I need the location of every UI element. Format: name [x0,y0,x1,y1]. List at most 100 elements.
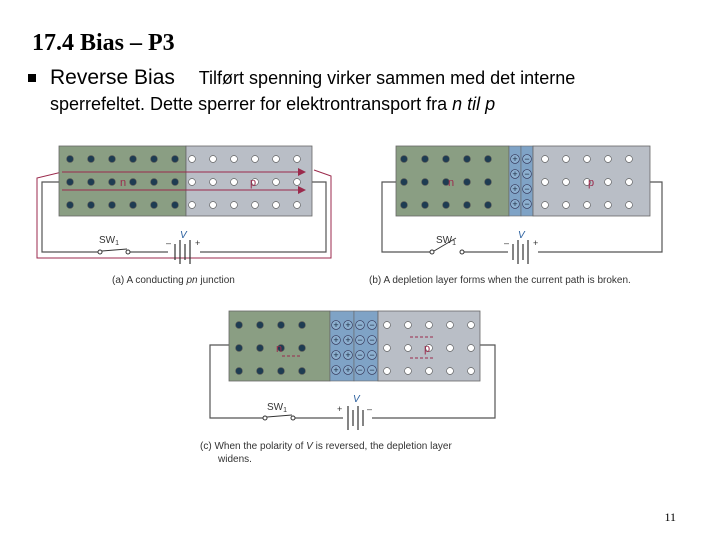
hole [251,178,259,186]
bullet-line-1: Reverse Bias Tilført spenning virker sam… [50,66,575,90]
electron [256,344,264,352]
slide-title: 17.4 Bias – P3 [32,30,175,56]
hole [293,201,301,209]
donor-ion [510,199,520,209]
donor-ion-sign: + [345,350,350,360]
p-label-c: p [424,343,430,355]
electrons-b [400,155,492,209]
acceptor-ion-sign: − [369,350,374,360]
bullet-text-2: sperrefeltet. Dette sperrer for elektron… [50,94,453,114]
switch-b-lever[interactable] [433,237,457,252]
electron [298,321,306,329]
donor-ion-sign: + [512,169,517,179]
bullet-line-2: sperrefeltet. Dette sperrer for elektron… [50,94,495,115]
battery-b-plus: + [533,238,538,248]
hole [541,155,549,163]
acceptor-ion-sign: − [524,154,529,164]
hole [562,155,570,163]
switch-a-contact-1 [97,249,103,255]
electron [150,178,158,186]
hole [604,178,612,186]
acceptor-ion-sign: − [369,320,374,330]
n-label-a: n [120,177,126,189]
electron [235,344,243,352]
hole [188,201,196,209]
hole [604,201,612,209]
hole [583,155,591,163]
n-label-b: n [448,177,454,189]
figure-a: n p SW1 V – + (a) A conducting pn juncti… [36,145,332,286]
hole [425,344,433,352]
acceptor-ion-sign: − [369,335,374,345]
hole [604,155,612,163]
hole [446,367,454,375]
figure-c: ++++++++−−−−−−−− n p SW1 V + – (c) When … [200,310,496,465]
hole [446,344,454,352]
acceptor-ion-sign: − [357,365,362,375]
wire-a-left [41,181,100,253]
donor-ion [331,335,341,345]
electron [298,344,306,352]
wire-b-right [538,181,663,253]
hole [188,155,196,163]
electron [400,178,408,186]
acceptor-ion-sign: − [357,335,362,345]
hole [383,321,391,329]
holes-c [383,321,475,375]
acceptor-ion [522,199,532,209]
hole [209,155,217,163]
hole [562,201,570,209]
hole [404,321,412,329]
electron [171,201,179,209]
donor-ion-sign: + [345,320,350,330]
hole [446,321,454,329]
switch-c-contact-2 [290,415,296,421]
electron [442,178,450,186]
battery-c-label: V [353,394,361,405]
electron [108,201,116,209]
donor-ion [331,365,341,375]
battery-b-label: V [518,230,526,241]
hole [467,344,475,352]
switch-a-lever[interactable] [101,248,128,252]
donor-ion [510,154,520,164]
electron [421,201,429,209]
acceptor-ion [355,335,365,345]
switch-c-lever[interactable] [266,414,293,418]
donor-ion-sign: + [333,365,338,375]
electron [235,367,243,375]
hole [404,344,412,352]
hole [583,201,591,209]
donor-ion [343,335,353,345]
hole [425,321,433,329]
hole [209,178,217,186]
hole [383,367,391,375]
donor-ion-sign: + [512,154,517,164]
electron [442,155,450,163]
hole [383,344,391,352]
donor-ion-sign: + [345,365,350,375]
electron [129,178,137,186]
hole [251,155,259,163]
acceptor-ion [522,184,532,194]
current-loop-a [36,169,332,259]
donor-ion-sign: + [333,335,338,345]
switch-b-contact-1 [429,249,435,255]
hole [425,367,433,375]
electron [400,201,408,209]
electron [256,321,264,329]
hole [562,178,570,186]
donor-ion [343,320,353,330]
hole [404,367,412,375]
p-region-a [185,145,313,217]
switch-c-contact-1 [262,415,268,421]
figure-b: ++++−−−− n p SW1 V – + (b) A depletion l… [369,145,663,286]
electron [442,201,450,209]
donor-ion-sign: + [333,320,338,330]
electron [256,367,264,375]
electron [87,201,95,209]
caption-c-line-1: (c) When the polarity of V is reversed, … [200,441,452,452]
battery-c-minus: – [367,404,372,414]
donor-ion-sign: + [333,350,338,360]
